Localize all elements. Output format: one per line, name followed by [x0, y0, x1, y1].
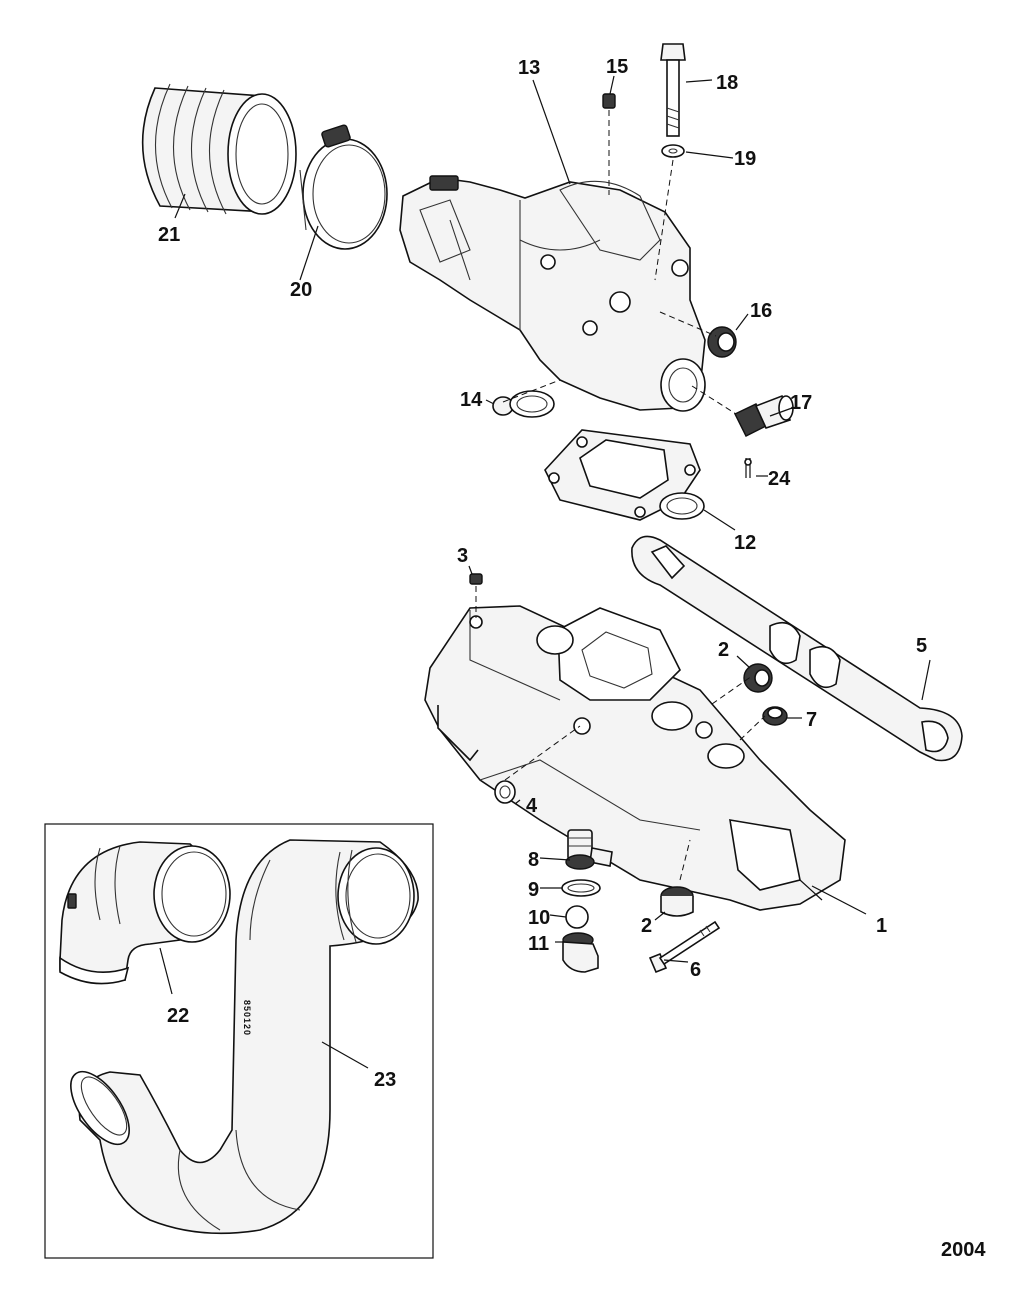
- alignment-line: [691, 385, 737, 415]
- callout-2-lower: 2: [641, 915, 652, 937]
- exhaust-pipe-part: 850120: [70, 839, 419, 1235]
- callout-22: 22: [167, 1005, 189, 1027]
- callout-18: 18: [716, 72, 738, 94]
- hose-fitting-part: [734, 394, 794, 437]
- elbow-hose-part: [59, 841, 231, 985]
- leader-lines: [159, 75, 931, 1069]
- callout-13: 13: [518, 57, 540, 79]
- callout-19: 19: [734, 148, 756, 170]
- callout-7: 7: [806, 709, 817, 731]
- callout-1: 1: [876, 915, 887, 937]
- callouts: 1 2 2 3 4 5 6 7 8 9 10 11 12 13 14 15 16…: [158, 56, 927, 1091]
- manifold-gasket-part: [631, 535, 963, 762]
- ball-10-part: [565, 905, 589, 929]
- long-bolt-6-part: [648, 920, 721, 974]
- pipe-plug-part: [707, 326, 737, 358]
- callout-14: 14: [460, 389, 483, 411]
- callout-17: 17: [790, 392, 812, 414]
- exhaust-bellows-part: [141, 83, 297, 215]
- alignment-line: [504, 725, 581, 781]
- callout-24: 24: [768, 468, 791, 490]
- callout-10: 10: [528, 907, 550, 929]
- flat-washer-part: [661, 144, 685, 158]
- callout-3: 3: [457, 545, 468, 567]
- alignment-line: [659, 311, 717, 337]
- alignment-line: [679, 839, 691, 881]
- clip-part: [744, 458, 752, 478]
- pipe-plug-2-upper-part: [743, 663, 773, 693]
- hose-clamp-part: [299, 124, 388, 250]
- inset-frame: [44, 823, 434, 1259]
- callout-11: 11: [528, 933, 549, 955]
- callout-21: 21: [158, 224, 180, 246]
- callout-4: 4: [526, 795, 538, 817]
- long-bolt-part: [660, 43, 686, 137]
- alignment-line: [502, 379, 561, 403]
- callout-6: 6: [690, 959, 701, 981]
- figure-code: 2004: [941, 1239, 986, 1261]
- alignment-line: [739, 715, 766, 741]
- callout-9: 9: [528, 879, 539, 901]
- callout-8: 8: [528, 849, 539, 871]
- callout-16: 16: [750, 300, 772, 322]
- pipe-plug-2-lower-part: [660, 886, 694, 917]
- tee-fitting-8-part: [565, 829, 613, 870]
- o-ring-4-part: [494, 780, 516, 804]
- alignment-line: [654, 159, 674, 281]
- nut-part: [469, 573, 483, 585]
- elbow-gasket-part: [544, 429, 701, 521]
- callout-5: 5: [916, 635, 927, 657]
- alignment-line: [711, 675, 753, 705]
- exhaust-elbow-part: [399, 175, 706, 412]
- pipe-stamp-text: 850120: [242, 1000, 252, 1036]
- callout-20: 20: [290, 279, 312, 301]
- callout-2-upper: 2: [718, 639, 729, 661]
- set-screw-part: [602, 93, 616, 109]
- callout-12: 12: [734, 532, 756, 554]
- elbow-fitting-11-part: [562, 932, 599, 973]
- callout-15: 15: [606, 56, 628, 78]
- o-ring-12-part: [659, 492, 705, 520]
- o-ring-upper-part: [509, 390, 555, 418]
- callout-23: 23: [374, 1069, 396, 1091]
- exhaust-manifold-part: [424, 605, 846, 911]
- o-ring-9-part: [561, 879, 601, 897]
- plug-7-part: [762, 706, 788, 726]
